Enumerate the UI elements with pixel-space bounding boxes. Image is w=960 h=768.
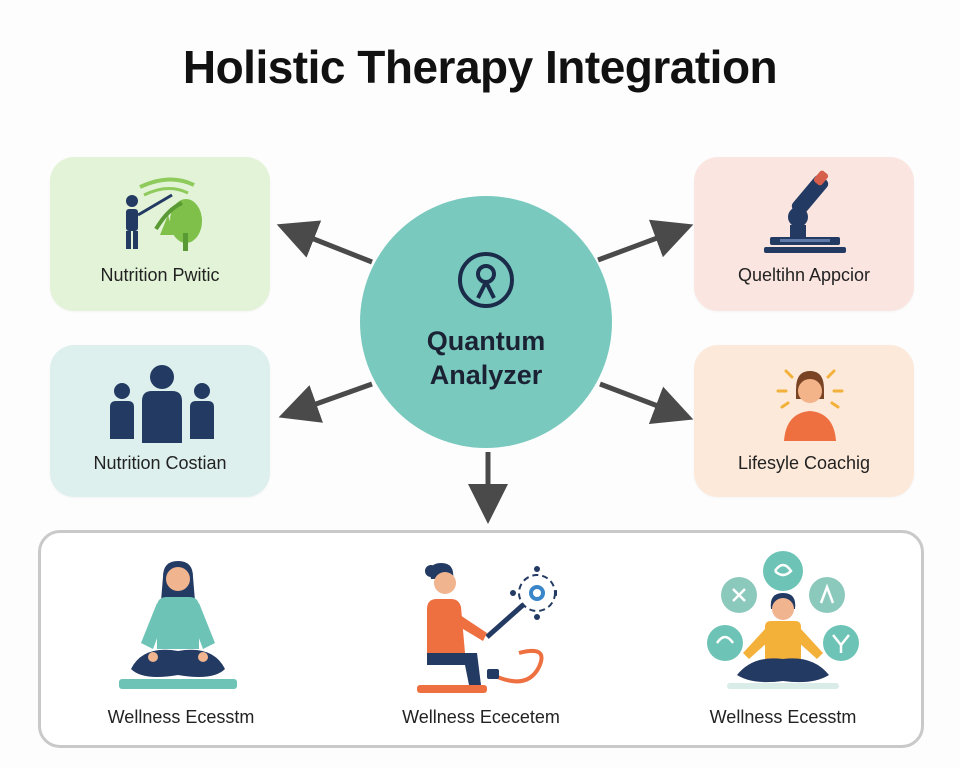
ecosystem-item: Wellness Ecesstm (51, 533, 311, 745)
card-label: Nutrition Costian (93, 453, 227, 473)
arrow-to-nutrition-costian (278, 381, 373, 423)
card-lifesyle-coachig: Lifesyle Coachig (694, 345, 914, 497)
ecosystem-item: Wellness Ecesstm (653, 533, 913, 745)
card-label: Nutrition Pwitic (100, 265, 220, 285)
microscope-icon (764, 170, 846, 253)
ecosystem-label: Wellness Ecesstm (709, 707, 857, 727)
hub-label-line2: Analyzer (429, 360, 543, 390)
card-nutrition-pwitic: Nutrition Pwitic (50, 157, 270, 311)
gardener-plant-icon (126, 177, 202, 251)
person-circle-icon (458, 252, 514, 308)
card-label: Queltihn Appcior (737, 265, 871, 285)
meditating-woman-icon (119, 561, 237, 689)
glowing-person-icon (776, 369, 844, 441)
group-people-icon (110, 365, 214, 443)
meditation-symbols-icon (707, 551, 859, 689)
ecosystem-item: Wellness Ececetem (351, 533, 611, 745)
woman-with-device-icon (417, 563, 557, 693)
arrow-to-qulelthn-appcior (597, 219, 694, 263)
arrow-to-lifesyle-coachig (599, 381, 694, 425)
card-nutrition-costian: Nutrition Costian (50, 345, 270, 497)
diagram-title: Holistic Therapy Integration (182, 41, 778, 93)
card-qulelthn-appcior: Queltihn Appcior (694, 157, 914, 311)
hub-label: Quantum Analyzer (360, 324, 612, 392)
card-label: Lifesyle Coachig (737, 453, 871, 473)
ecosystem-frame: Wellness Ecesstm Wellness Ececetem (38, 530, 924, 748)
hub-label-line1: Quantum (426, 326, 546, 356)
arrow-to-nutrition-pwitic (276, 220, 373, 265)
ecosystem-label: Wellness Ecesstm (107, 707, 255, 727)
ecosystem-label: Wellness Ececetem (402, 707, 560, 727)
hub-quantum-analyzer: Quantum Analyzer (360, 196, 612, 448)
